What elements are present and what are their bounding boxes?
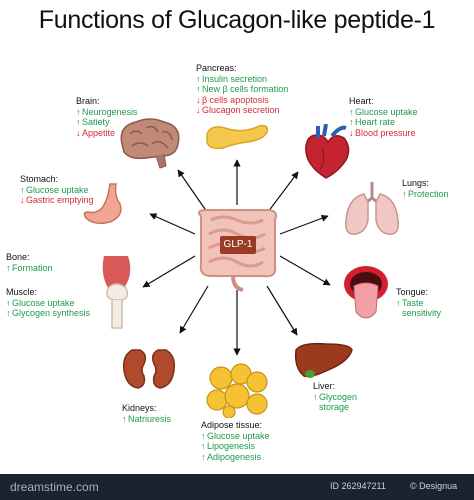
adipose-label-block: Adipose tissue: ↑Glucose uptake ↑Lipogen… — [201, 420, 270, 462]
heart-effect-3: Blood pressure — [355, 127, 416, 138]
tongue-effect-2: sensitivity — [402, 308, 442, 318]
lungs-effect-1: Protection — [408, 188, 449, 199]
muscle-effect-2: Glycogen synthesis — [12, 308, 91, 318]
bone-muscle-illustration — [102, 256, 131, 329]
up-arrow-icon: ↑ — [196, 73, 201, 84]
kidneys-effect-1: Natriuresis — [128, 413, 172, 424]
arrow-muscle — [142, 255, 196, 288]
up-arrow-icon: ↑ — [196, 84, 201, 94]
pancreas-label-block: Pancreas: ↑Insulin secretion ↑New β cell… — [196, 63, 288, 116]
up-arrow-icon: ↑ — [6, 308, 11, 318]
pancreas-illustration — [206, 124, 269, 150]
muscle-label-block: Muscle: ↑Glucose uptake ↑Glycogen synthe… — [6, 287, 90, 319]
stomach-name: Stomach: — [20, 174, 59, 184]
liver-name: Liver: — [313, 381, 336, 391]
brain-illustration — [120, 118, 180, 169]
up-arrow-icon: ↑ — [402, 188, 407, 199]
arrow-brain — [177, 169, 208, 213]
heart-illustration — [305, 124, 350, 179]
kidneys-illustration — [122, 349, 176, 389]
up-arrow-icon: ↑ — [349, 106, 354, 117]
up-arrow-icon: ↑ — [122, 413, 127, 424]
page-title: Functions of Glucagon-like peptide-1 — [38, 6, 436, 34]
down-arrow-icon: ↓ — [196, 105, 201, 115]
bone-name: Bone: — [6, 252, 30, 262]
pancreas-name: Pancreas: — [196, 63, 237, 73]
brain-effect-3: Appetite — [82, 127, 116, 138]
up-arrow-icon: ↑ — [201, 451, 206, 462]
brain-effect-2: Satiety — [82, 117, 110, 127]
muscle-name: Muscle: — [6, 287, 38, 297]
up-arrow-icon: ↑ — [76, 106, 81, 117]
heart-effect-1: Glucose uptake — [355, 106, 418, 117]
pancreas-effect-4: Glucagon secretion — [202, 105, 280, 115]
up-arrow-icon: ↑ — [349, 117, 354, 127]
liver-illustration — [294, 342, 353, 378]
adipose-illustration — [206, 363, 268, 418]
brain-label-block: Brain: ↑Neurogenesis ↑Satiety ↓Appetite — [76, 96, 138, 138]
up-arrow-icon: ↑ — [201, 430, 206, 441]
arrow-kidneys — [179, 285, 209, 334]
heart-effect-2: Heart rate — [355, 117, 396, 127]
arrow-tongue — [279, 255, 331, 286]
adipose-effect-3: Adipogenesis — [207, 451, 262, 462]
adipose-name: Adipose tissue: — [201, 420, 263, 430]
arrow-stomach — [149, 213, 196, 235]
liver-effect-1: Glycogen — [319, 391, 358, 402]
up-arrow-icon: ↑ — [201, 441, 206, 451]
footer-bar: dreamstime.com ID 262947211 © Designua — [0, 474, 474, 500]
up-arrow-icon: ↑ — [76, 117, 81, 127]
stomach-illustration — [83, 183, 122, 225]
tongue-effect-1: Taste — [402, 297, 424, 308]
site-logo[interactable]: dreamstime.com — [10, 480, 99, 494]
tongue-label-block: Tongue: ↑Taste sensitivity — [396, 287, 441, 319]
bone-effect-1: Formation — [12, 262, 53, 273]
pancreas-effect-3: β cells apoptosis — [202, 94, 269, 105]
kidneys-name: Kidneys: — [122, 403, 157, 413]
glp1-label: GLP-1 — [220, 236, 256, 254]
brain-effect-1: Neurogenesis — [82, 106, 138, 117]
pancreas-effect-2: New β cells formation — [202, 84, 289, 94]
up-arrow-icon: ↑ — [396, 297, 401, 308]
muscle-effect-1: Glucose uptake — [12, 297, 75, 308]
image-id: ID 262947211 — [330, 481, 386, 491]
down-arrow-icon: ↓ — [76, 127, 81, 138]
heart-name: Heart: — [349, 96, 374, 106]
lungs-label-block: Lungs: ↑Protection — [402, 178, 449, 199]
up-arrow-icon: ↑ — [6, 262, 11, 273]
credit-text: © Designua — [410, 481, 458, 491]
arrow-liver — [266, 285, 298, 336]
bone-label-block: Bone: ↑Formation — [6, 252, 53, 273]
arrow-heart — [267, 171, 299, 213]
stomach-effect-1: Glucose uptake — [26, 184, 89, 195]
pancreas-effect-1: Insulin secretion — [202, 73, 268, 84]
heart-label-block: Heart: ↑Glucose uptake ↑Heart rate ↓Bloo… — [349, 96, 418, 138]
up-arrow-icon: ↑ — [20, 184, 25, 195]
liver-effect-2: storage — [319, 402, 350, 412]
down-arrow-icon: ↓ — [349, 127, 354, 138]
stomach-effect-2: Gastric emptying — [26, 195, 94, 205]
down-arrow-icon: ↓ — [196, 94, 201, 105]
up-arrow-icon: ↑ — [6, 297, 11, 308]
lungs-name: Lungs: — [402, 178, 430, 188]
up-arrow-icon: ↑ — [313, 391, 318, 402]
brain-name: Brain: — [76, 96, 100, 106]
lungs-illustration — [344, 182, 400, 235]
liver-label-block: Liver: ↑Glycogen storage — [313, 381, 357, 413]
kidneys-label-block: Kidneys: ↑Natriuresis — [122, 403, 171, 424]
arrows-layer — [142, 159, 331, 356]
stomach-label-block: Stomach: ↑Glucose uptake ↓Gastric emptyi… — [20, 174, 94, 206]
down-arrow-icon: ↓ — [20, 195, 25, 205]
adipose-effect-2: Lipogenesis — [207, 441, 256, 451]
adipose-effect-1: Glucose uptake — [207, 430, 270, 441]
tongue-name: Tongue: — [396, 287, 429, 297]
arrow-lungs — [279, 214, 329, 235]
tongue-illustration — [344, 266, 388, 319]
